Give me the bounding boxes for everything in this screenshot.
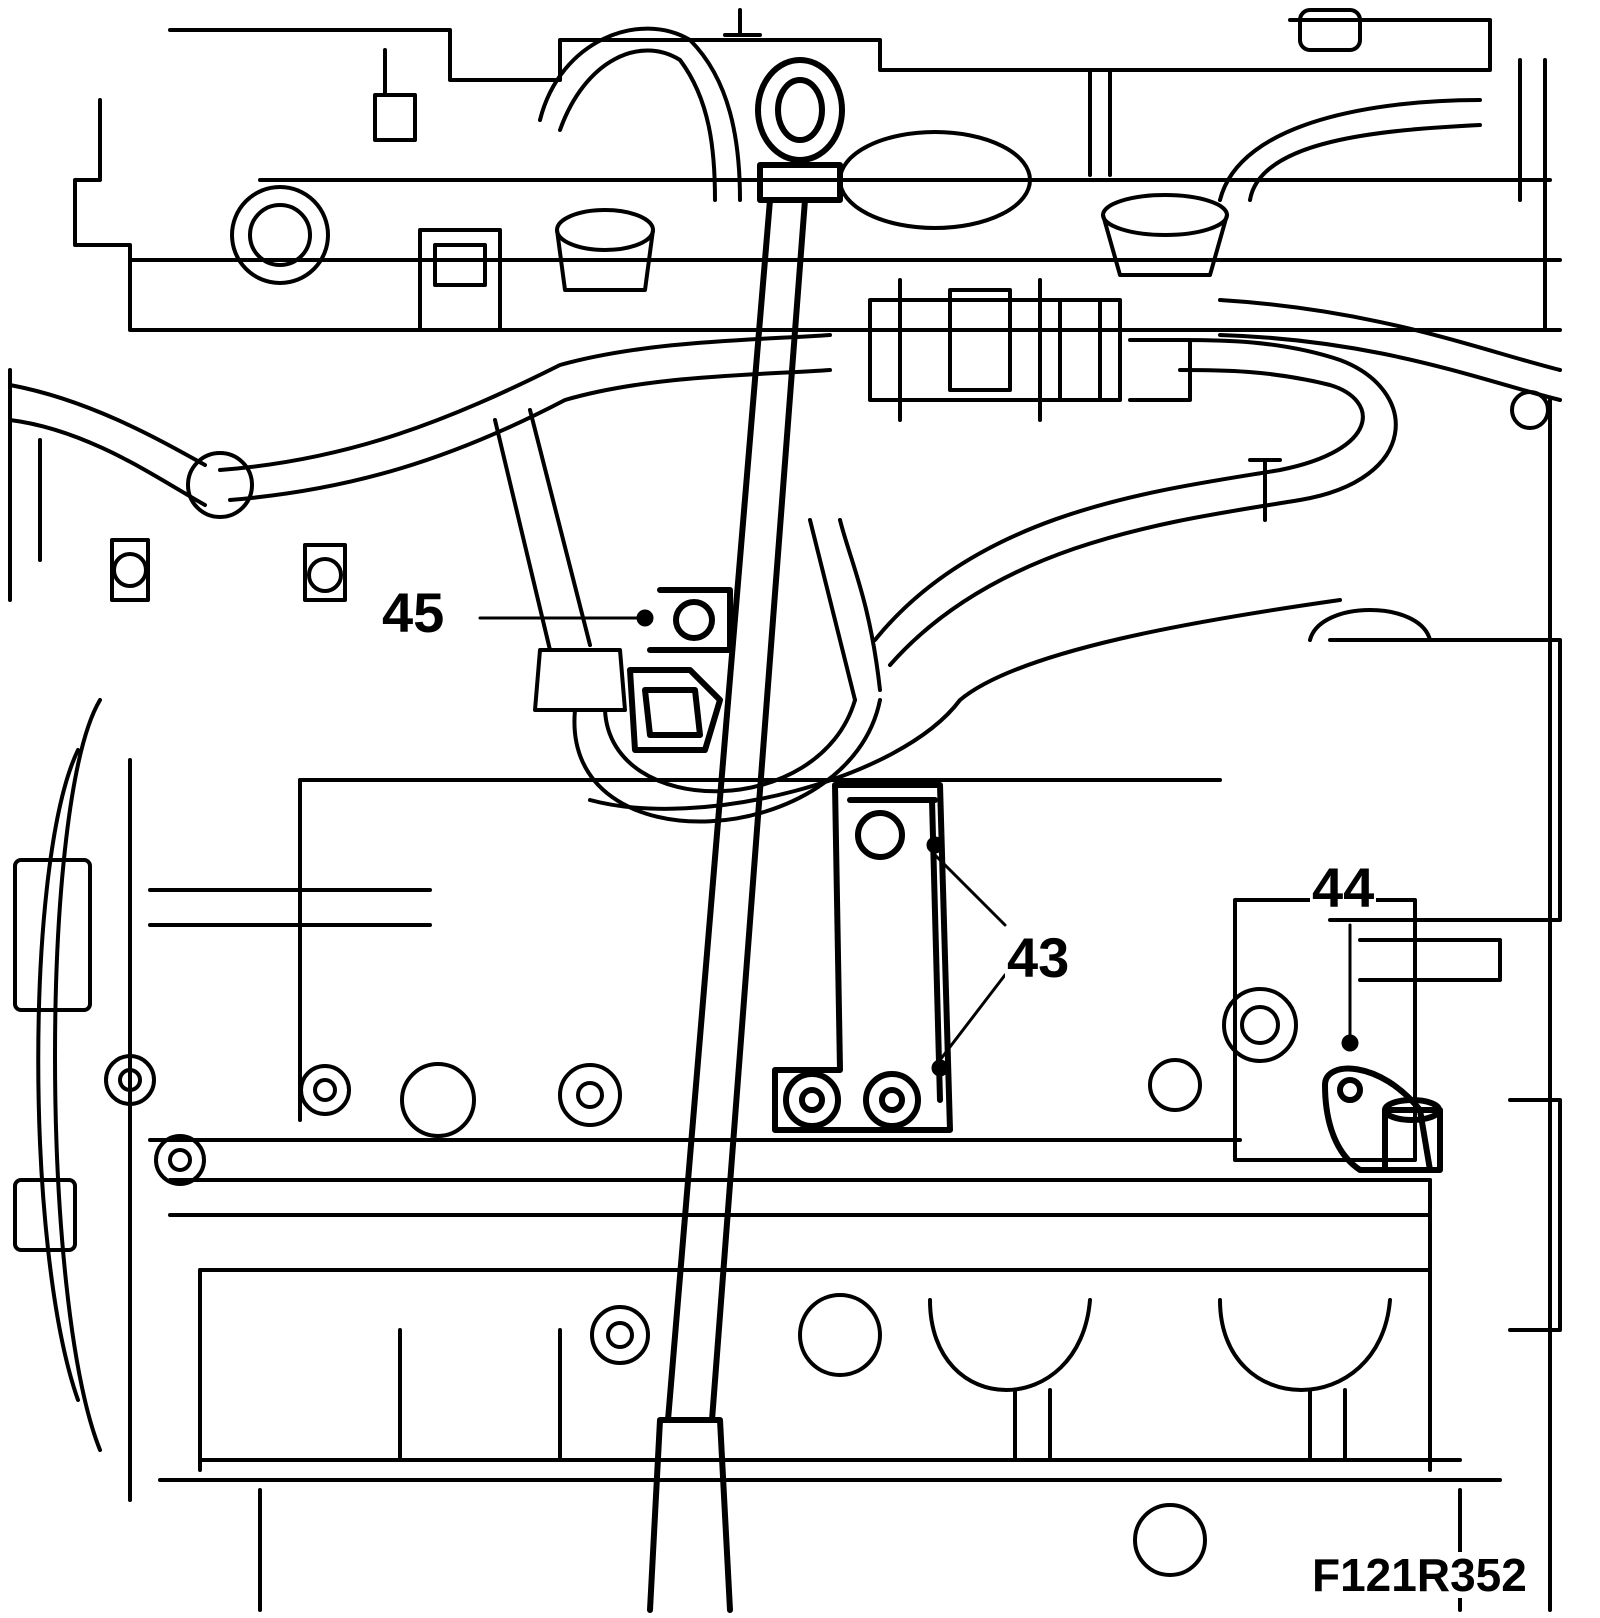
figure-id: F121R352	[1308, 1552, 1531, 1598]
drain-plug-44	[1322, 1065, 1443, 1173]
hoses	[8, 26, 1562, 824]
bracket-43	[772, 782, 953, 1133]
bolts	[104, 390, 1550, 1377]
leader-lines	[478, 609, 1359, 1077]
callout-44: 44	[1310, 856, 1377, 919]
hose-connector	[868, 278, 1192, 422]
oil-dipstick	[647, 57, 845, 1613]
pulley-assembly	[8, 368, 132, 1502]
engine-block	[148, 58, 1562, 1612]
bracket-45	[627, 587, 733, 753]
callout-43: 43	[1005, 926, 1072, 989]
cylinder-head	[73, 8, 1562, 332]
callout-45: 45	[380, 581, 447, 644]
